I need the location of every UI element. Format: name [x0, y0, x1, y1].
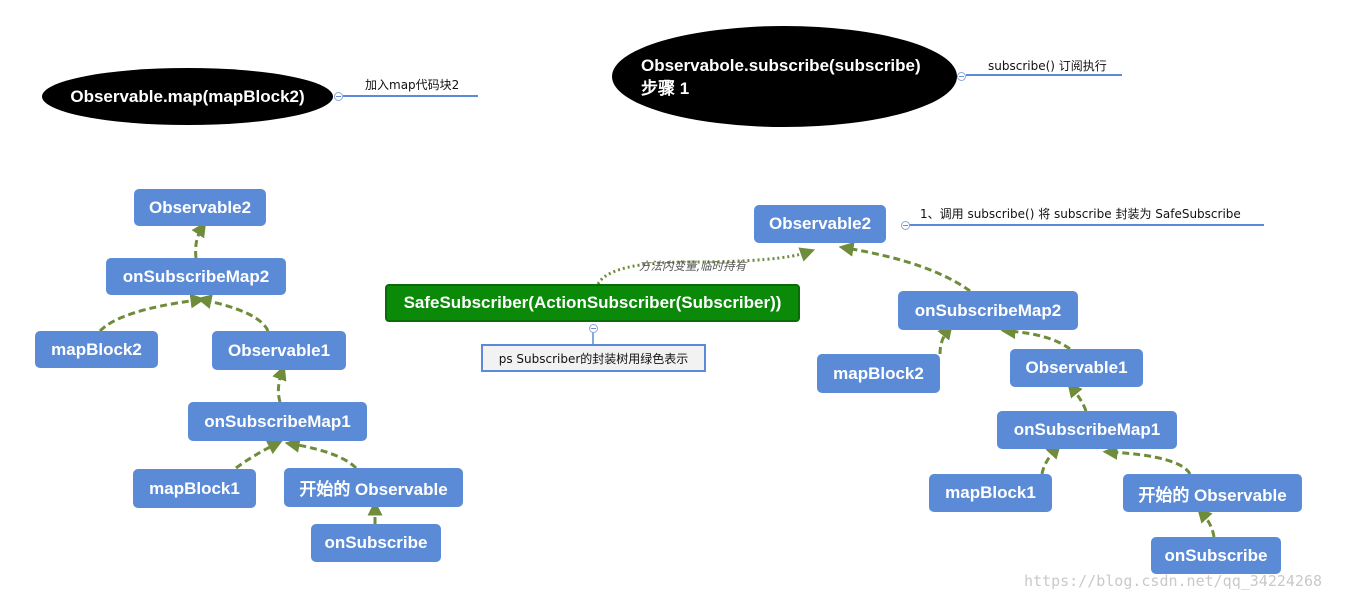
- subscribe-step-label: 步骤 1: [641, 78, 690, 98]
- left-onsubscribemap1-node[interactable]: onSubscribeMap1: [188, 402, 367, 441]
- arrow-start-to-onsubscribemap1: [1102, 444, 1192, 475]
- left-observable2-node[interactable]: Observable2: [134, 189, 266, 226]
- node-label: Observable1: [1025, 358, 1128, 377]
- right-observable2-note: 1、调用 subscribe() 将 subscribe 封装为 SafeSub…: [920, 207, 1241, 221]
- node-label: mapBlock2: [833, 363, 924, 383]
- node-label: onSubscribe: [324, 533, 428, 552]
- arrow-onsubscribemap1-to-observable1: [1067, 382, 1088, 412]
- arrow-onsubscribemap1-to-observable1: [272, 364, 287, 403]
- left-mapblock2-node[interactable]: mapBlock2: [35, 331, 158, 368]
- arrow-observable1-to-onsubscribemap2: [1000, 324, 1071, 351]
- left-observable1-node[interactable]: Observable1: [212, 331, 346, 370]
- collapse-toggle-map[interactable]: [334, 92, 343, 101]
- node-label: 开始的 Observable: [1138, 485, 1287, 505]
- left-onsubscribemap2-node[interactable]: onSubscribeMap2: [106, 258, 286, 295]
- safesubscriber-node[interactable]: SafeSubscriber(ActionSubscriber(Subscrib…: [385, 284, 800, 322]
- watermark: https://blog.csdn.net/qq_34224268: [1024, 572, 1323, 590]
- node-label: onSubscribeMap2: [122, 266, 270, 286]
- right-mapblock1-node[interactable]: mapBlock1: [929, 474, 1052, 512]
- left-mapblock1-node[interactable]: mapBlock1: [133, 469, 256, 508]
- safesubscriber-edge-label: 方法内变量,临时持有: [639, 259, 747, 273]
- subscribe-topic-label: Observabole.subscribe(subscribe): [641, 55, 921, 75]
- note-underlines: [343, 74, 1264, 226]
- subscribe-topic-note: subscribe() 订阅执行: [988, 59, 1107, 73]
- node-label: Observable2: [768, 214, 872, 233]
- map-topic-ellipse[interactable]: Observable.map(mapBlock2): [42, 68, 333, 125]
- right-observable2-node[interactable]: Observable2: [754, 205, 886, 243]
- right-mapblock2-node[interactable]: mapBlock2: [817, 354, 940, 393]
- ps-note-box[interactable]: ps Subscriber的封装树用绿色表示: [481, 344, 706, 372]
- ps-note-label: ps Subscriber的封装树用绿色表示: [498, 351, 689, 366]
- subscribe-topic-ellipse[interactable]: Observabole.subscribe(subscribe) 步骤 1: [612, 26, 957, 127]
- collapse-toggle-safesubscriber[interactable]: [589, 324, 598, 333]
- right-observable1-node[interactable]: Observable1: [1010, 349, 1143, 387]
- arrow-onsubscribemap2-to-observable2: [191, 221, 207, 259]
- arrow-mapblock2-to-onsubscribemap2: [98, 293, 206, 333]
- node-label: onSubscribeMap2: [914, 300, 1062, 320]
- node-label: 开始的 Observable: [299, 480, 448, 499]
- node-label: mapBlock1: [149, 478, 240, 498]
- arrow-mapblock2-to-onsubscribemap2: [937, 324, 953, 355]
- node-label: Observable1: [227, 340, 331, 360]
- left-start-observable-node[interactable]: 开始的 Observable: [284, 468, 463, 507]
- right-onsubscribemap2-node[interactable]: onSubscribeMap2: [898, 291, 1078, 330]
- map-topic-note: 加入map代码块2: [365, 78, 460, 92]
- node-label: onSubscribeMap1: [1013, 420, 1161, 439]
- collapse-toggle-observable2[interactable]: [901, 221, 910, 230]
- node-label: Observable2: [148, 197, 252, 217]
- right-tree-arrows: [838, 241, 1216, 538]
- arrow-observable1-to-onsubscribemap2: [196, 294, 270, 332]
- node-label: mapBlock1: [945, 483, 1036, 502]
- arrow-mapblock1-to-onsubscribemap1: [1040, 443, 1062, 475]
- right-start-observable-node[interactable]: 开始的 Observable: [1123, 474, 1302, 512]
- collapse-toggle-subscribe[interactable]: [957, 72, 966, 81]
- right-onsubscribemap1-node[interactable]: onSubscribeMap1: [997, 411, 1177, 449]
- node-label: onSubscribeMap1: [204, 411, 351, 431]
- left-onsubscribe-node[interactable]: onSubscribe: [311, 524, 441, 562]
- node-label: SafeSubscriber(ActionSubscriber(Subscrib…: [403, 293, 782, 312]
- right-onsubscribe-node[interactable]: onSubscribe: [1151, 537, 1281, 574]
- left-tree-arrows: [98, 221, 383, 524]
- node-label: mapBlock2: [51, 339, 142, 359]
- arrow-onsubscribe-to-start: [1196, 507, 1216, 538]
- arrow-mapblock1-to-onsubscribemap1: [235, 440, 283, 470]
- arrow-start-to-onsubscribemap1: [284, 437, 358, 470]
- node-label: onSubscribe: [1164, 545, 1268, 565]
- arrow-onsubscribemap2-to-observable2: [838, 241, 971, 293]
- map-topic-label: Observable.map(mapBlock2): [70, 86, 305, 106]
